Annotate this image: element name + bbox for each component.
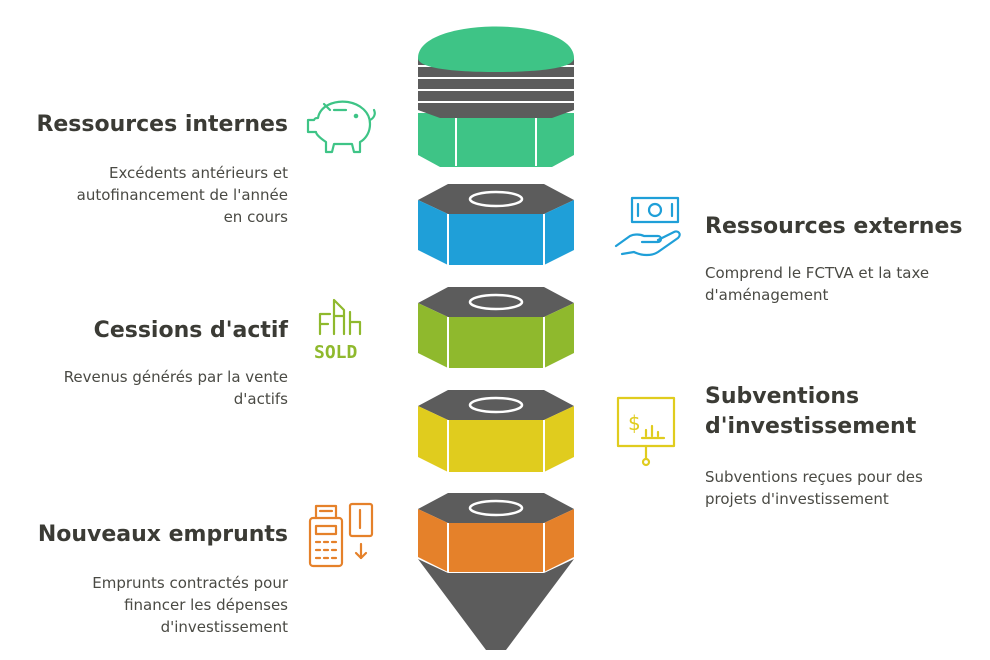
segment-subventions (418, 390, 574, 472)
money-hand-icon (612, 194, 686, 262)
desc-ressources-internes: Excédents antérieurs et autofinancement … (40, 162, 288, 228)
presentation-chart-icon: $ (614, 394, 678, 470)
calculator-card-icon (306, 500, 378, 570)
segment-nouveaux-emprunts (418, 493, 574, 660)
desc-nouveaux-emprunts: Emprunts contractés pour financer les dé… (10, 572, 288, 638)
desc-line: autofinancement de l'année (76, 186, 288, 204)
title-ressources-internes: Ressources internes (36, 112, 288, 137)
desc-line: Revenus générés par la vente (63, 368, 288, 386)
svg-text:$: $ (628, 411, 641, 435)
desc-cessions-actif: Revenus générés par la vente d'actifs (10, 366, 288, 410)
desc-line: projets d'investissement (705, 490, 889, 508)
title-subventions: Subventions d'investissement (705, 382, 916, 442)
desc-line: d'investissement (160, 618, 288, 636)
title-line: Subventions (705, 384, 860, 409)
desc-line: Excédents antérieurs et (108, 164, 288, 182)
desc-ressources-externes: Comprend le FCTVA et la taxe d'aménageme… (705, 262, 985, 306)
sold-building-icon: SOLD (310, 294, 372, 364)
desc-line: d'aménagement (705, 286, 829, 304)
segment-cessions-actif (418, 287, 574, 368)
piggy-bank-icon (304, 94, 378, 156)
segment-ressources-externes (418, 184, 574, 265)
desc-line: financer les dépenses (124, 596, 288, 614)
title-ressources-externes: Ressources externes (705, 214, 963, 239)
title-cessions-actif: Cessions d'actif (93, 318, 288, 343)
desc-line: en cours (223, 208, 288, 226)
desc-line: Emprunts contractés pour (92, 574, 288, 592)
desc-line: Subventions reçues pour des (705, 468, 923, 486)
desc-subventions: Subventions reçues pour des projets d'in… (705, 466, 985, 510)
desc-line: d'actifs (233, 390, 288, 408)
title-nouveaux-emprunts: Nouveaux emprunts (37, 522, 288, 547)
segment-ressources-internes (418, 26, 574, 167)
desc-line: Comprend le FCTVA et la taxe (705, 264, 930, 282)
svg-text:SOLD: SOLD (314, 342, 358, 363)
title-line: d'investissement (705, 414, 917, 439)
